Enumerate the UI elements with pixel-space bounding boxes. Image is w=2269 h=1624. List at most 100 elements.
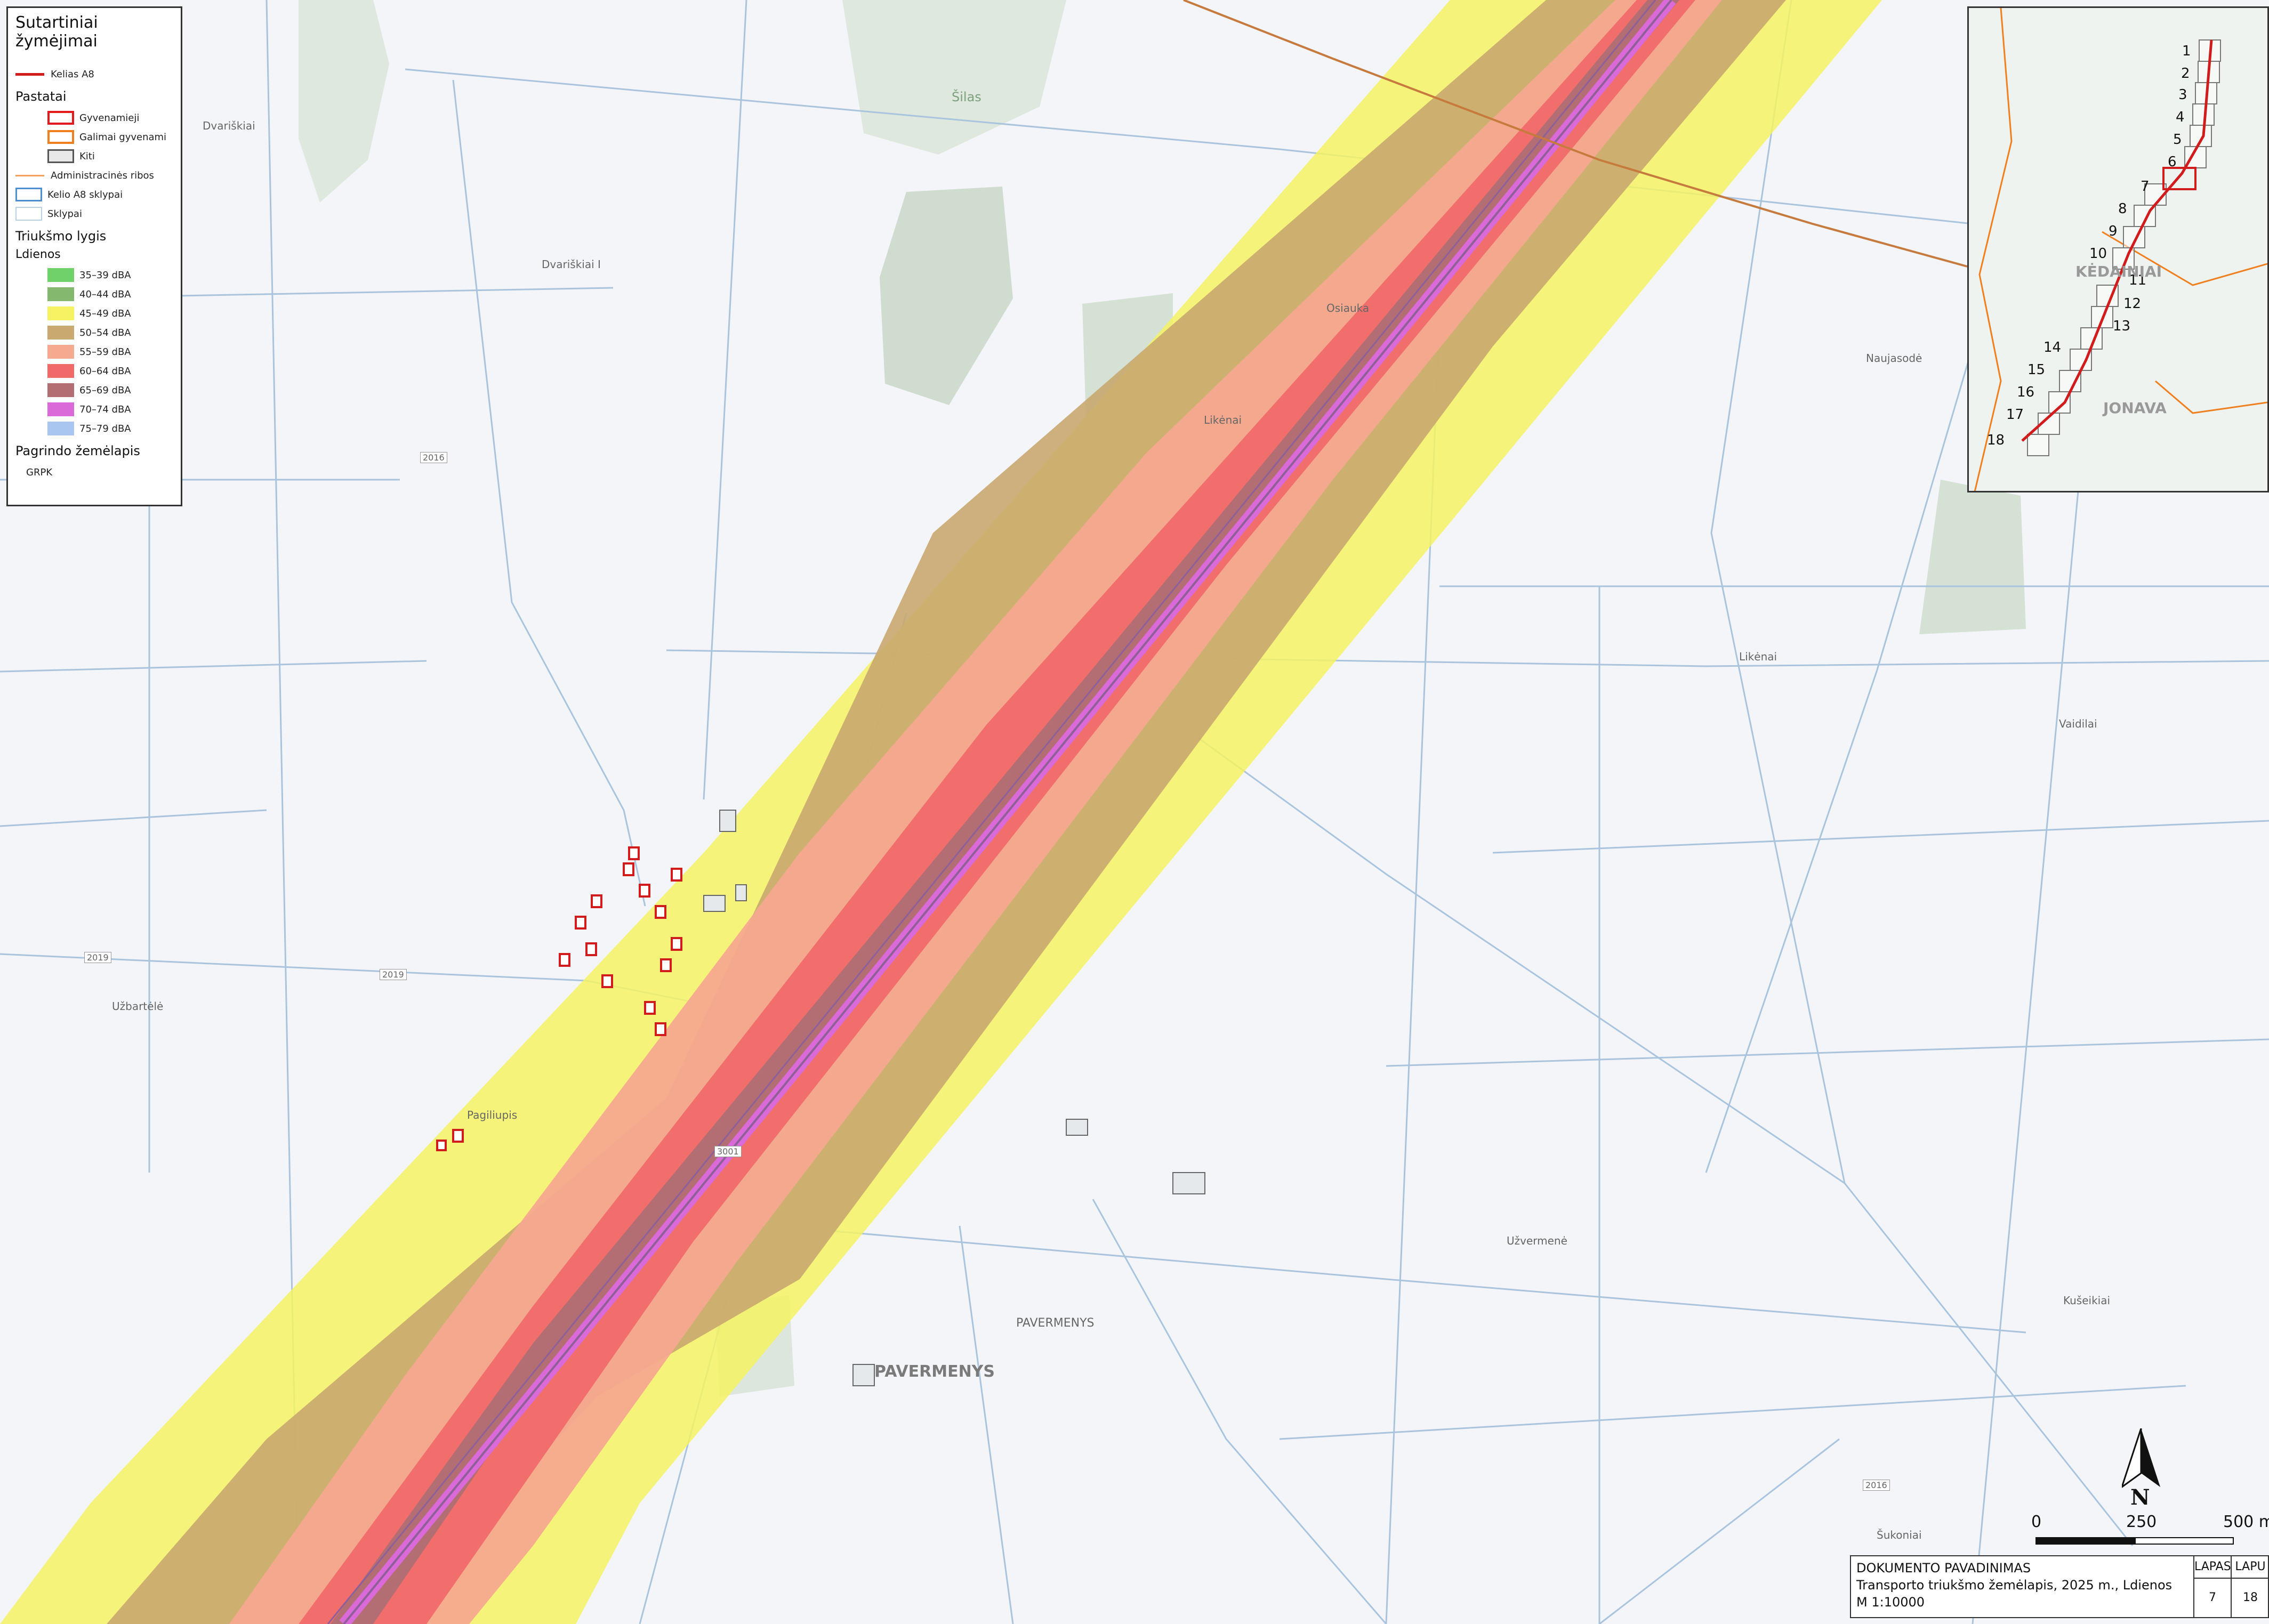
legend-admin: Administracinės ribos [15,166,173,185]
road-number: 2019 [380,969,407,980]
legend-label: 40–44 dBA [79,288,131,300]
inset-sheet-number: 16 [2017,384,2035,400]
legend-label: 35–39 dBA [79,269,131,281]
legend-noise-level: 55–59 dBA [15,342,173,361]
sheets-total-column: LAPU 18 [2232,1556,2269,1617]
sheet-column: LAPAS 7 [2194,1556,2232,1617]
forest-area [1919,480,2026,634]
swatch [47,130,74,144]
inset-sheet-number: 2 [2181,66,2190,82]
title-block-main: DOKUMENTO PAVADINIMAS Transporto triukšm… [1851,1556,2194,1617]
legend-noise-level: 65–69 dBA [15,381,173,400]
sheet-value: 7 [2209,1591,2216,1604]
legend-label: 75–79 dBA [79,423,131,434]
swatch [15,207,42,221]
swatch [47,422,74,435]
inset-sheet-number: 8 [2118,201,2127,217]
sheet-header: LAPAS [2194,1556,2231,1579]
legend-noise-level: 75–79 dBA [15,419,173,438]
swatch [47,345,74,359]
legend-road-a8: Kelias A8 [15,64,173,84]
place-label: Dvariškiai [203,119,255,132]
forest-area [842,0,1066,155]
legend-label: 60–64 dBA [79,365,131,377]
other-buildings [703,810,1205,1386]
legend-label: 50–54 dBA [79,327,131,338]
place-label: Dvariškiai I [542,258,601,271]
admin-line-symbol [15,174,44,176]
swatch [47,149,74,163]
swatch [47,306,74,320]
admin-boundary [1183,0,1968,268]
legend-basemap: GRPK [15,463,173,482]
road-line-symbol [15,72,44,76]
legend-label: Sklypai [47,208,82,220]
legend-section-title: Triukšmo lygis [15,229,107,244]
place-label: PAVERMENYS [874,1362,995,1381]
road-number: 2019 [84,952,111,963]
place-label: Užbartėlė [112,1000,164,1013]
road-number: 3001 [714,1146,742,1157]
legend-label: Administracinės ribos [51,169,154,181]
legend-building-residential: Gyvenamieji [15,108,173,127]
scale-segment [2035,1537,2135,1545]
scale-label: 500 m [2223,1513,2269,1531]
place-label: Likėnai [1204,414,1242,426]
legend-label: 65–69 dBA [79,384,131,396]
inset-sheet-number: 18 [1987,432,2005,448]
legend-label: 55–59 dBA [79,346,131,358]
inset-sheet-number: 3 [2178,87,2187,103]
inset-sheet-number: 15 [2027,362,2046,378]
inset-sheet-number: 13 [2113,318,2131,334]
sheets-total-value: 18 [2243,1591,2258,1604]
legend-building-possibly: Galimai gyvenami [15,127,173,147]
legend-label: Kelio A8 sklypai [47,189,123,200]
legend-noise-level: 45–49 dBA [15,304,173,323]
legend-section-title: Pastatai [15,89,67,104]
legend-noise-level: 60–64 dBA [15,361,173,381]
legend-building-other: Kiti [15,147,173,166]
inset-sheet-number: 7 [2141,179,2150,195]
legend-noise-level: 35–39 dBA [15,265,173,285]
legend-indicator: Ldienos [15,248,61,261]
residential-buildings [436,846,682,1151]
scale-label: 250 [2126,1513,2157,1531]
legend-noise-level: 50–54 dBA [15,323,173,342]
inset-sheet-number: 9 [2109,223,2118,239]
place-label: PAVERMENYS [1016,1316,1095,1330]
legend-noise-level: 70–74 dBA [15,400,173,419]
swatch [15,188,42,201]
legend-label: 70–74 dBA [79,403,131,415]
inset-sheet-number: 11 [2129,272,2147,288]
doc-name: Transporto triukšmo žemėlapis, 2025 m., … [1856,1578,2173,1593]
inset-sheet-number: 5 [2173,132,2182,148]
legend-a8-plots: Kelio A8 sklypai [15,185,173,204]
inset-sheet-number: 6 [2168,154,2177,170]
place-label: Vaidilai [2059,717,2097,730]
swatch [47,268,74,282]
legend-label: GRPK [26,466,53,478]
inset-sheet-number: 1 [2182,43,2191,59]
legend-label: Kelias A8 [51,68,94,80]
legend-label: Kiti [79,150,95,162]
inset-svg [1969,8,2267,491]
swatch [47,402,74,416]
forest-area [880,187,1013,405]
title-block: DOKUMENTO PAVADINIMAS Transporto triukšm… [1850,1555,2269,1618]
place-label: Osiauka [1326,302,1370,314]
place-label: Naujasodė [1866,352,1922,365]
legend-section-title: Pagrindo žemėlapis [15,443,140,458]
inset-sheet-number: 4 [2176,109,2185,125]
place-label: Šukoniai [1877,1529,1922,1541]
scale-bar: 0 250 500 m [2031,1513,2269,1550]
overview-inset-map[interactable]: 1 2 3 4 5 6 7 8 9 10 11 12 13 14 15 16 1… [1967,6,2269,492]
doc-heading: DOKUMENTO PAVADINIMAS [1856,1561,2031,1575]
north-arrow-icon [2122,1428,2160,1488]
forest-area [299,0,389,203]
sheets-total-header: LAPU [2232,1556,2269,1579]
legend-title: Sutartiniai žymėjimai [15,13,98,51]
scale-label: 0 [2031,1513,2042,1531]
inset-sheet-number: 17 [2006,407,2024,423]
legend-panel: Sutartiniai žymėjimai Kelias A8 Pastatai… [6,6,182,506]
